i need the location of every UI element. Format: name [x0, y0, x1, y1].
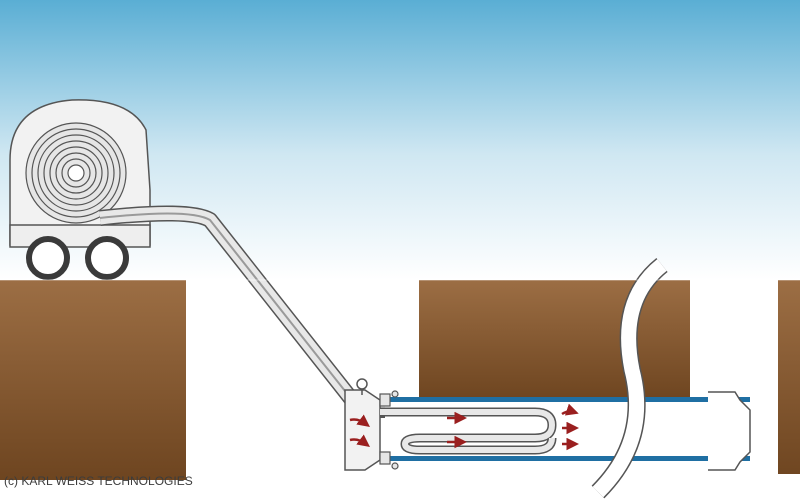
- soil-right: [778, 280, 800, 480]
- inversion-drum: [344, 389, 381, 471]
- soil-floor: [186, 474, 800, 499]
- host-pipe-bottom-wall: [385, 456, 750, 461]
- hose-reel-icon: [25, 122, 127, 224]
- wheel-icon: [26, 236, 129, 280]
- soil-left: [0, 280, 186, 480]
- flow-arrow-icon: [349, 403, 579, 451]
- copyright-text: (c) KARL WEISS TECHNOLOGIES: [4, 474, 193, 488]
- host-pipe-top-wall: [385, 397, 750, 402]
- vehicle-base: [9, 224, 151, 248]
- soil-middle: [419, 280, 690, 400]
- pipe-flange: [379, 390, 399, 470]
- pressure-gauge-icon: [356, 378, 368, 395]
- pipe-end-cap: [708, 391, 751, 471]
